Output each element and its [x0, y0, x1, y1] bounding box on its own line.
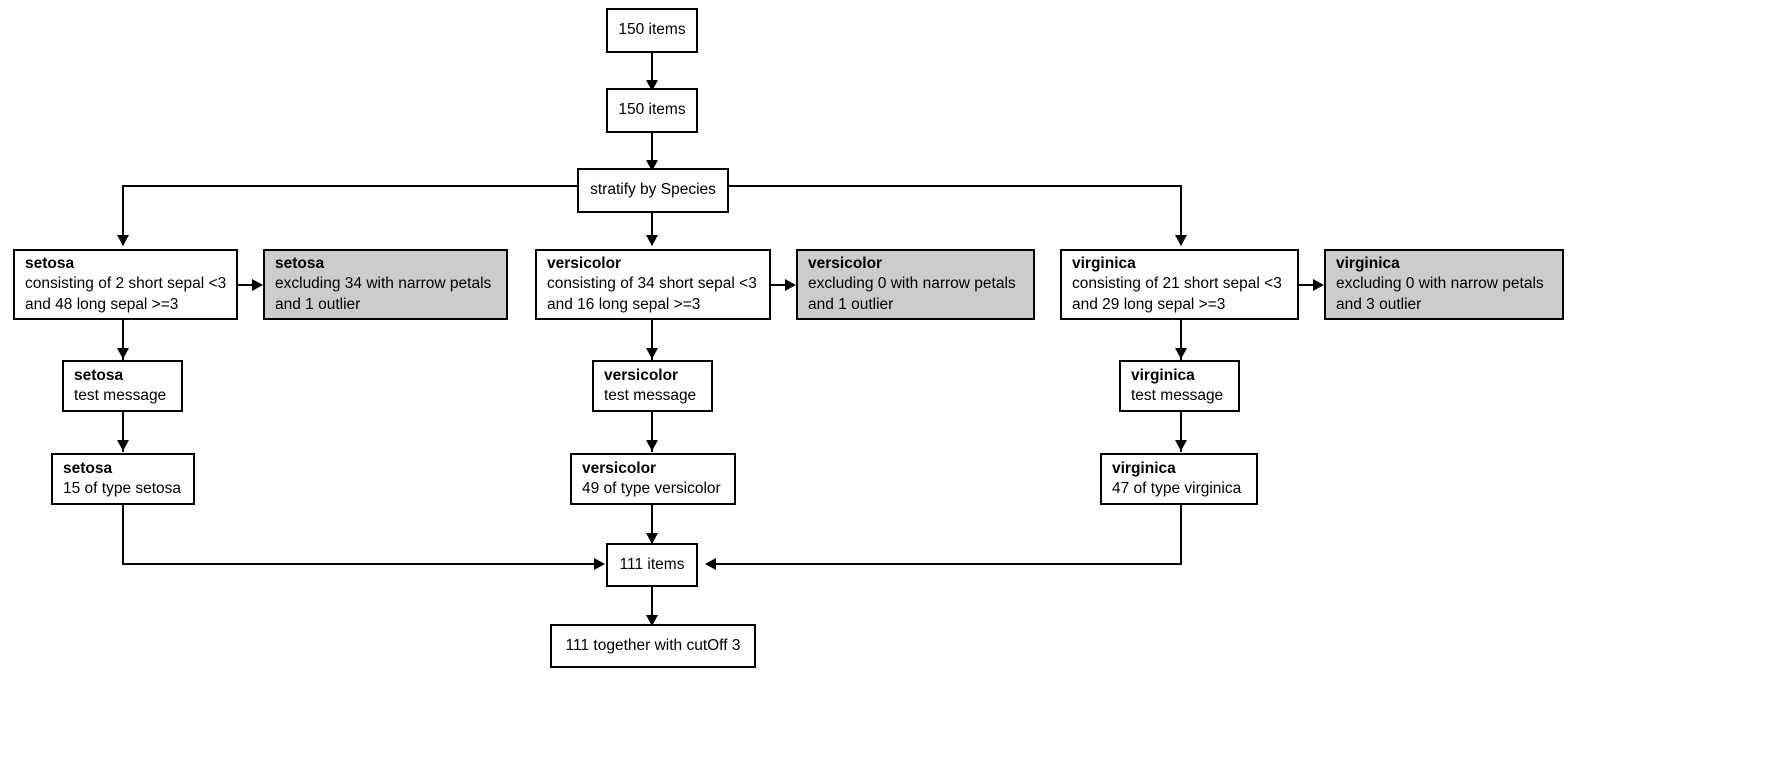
node-virginica-excluded-line1: excluding 0 with narrow petals	[1336, 275, 1544, 293]
node-stratify-label: stratify by Species	[590, 181, 716, 199]
node-versicolor-excluded-line1: excluding 0 with narrow petals	[808, 275, 1016, 293]
edge-stratify-to-versicolor	[651, 213, 653, 245]
arrowhead-setosa-to-test	[117, 348, 129, 359]
node-total-end[interactable]: 111 items	[606, 543, 698, 587]
node-virginica-excluded-title: virginica	[1336, 254, 1400, 272]
arrowhead-setosa-count-to-total	[594, 558, 605, 570]
arrowhead-total-to-cutoff	[646, 615, 658, 626]
node-virginica-main-title: virginica	[1072, 254, 1136, 272]
edge-stratify-to-setosa	[122, 185, 124, 245]
node-setosa-count-line1: 15 of type setosa	[63, 480, 182, 497]
node-setosa-test[interactable]: setosa test message	[62, 360, 183, 412]
node-versicolor-test[interactable]: versicolor test message	[592, 360, 713, 412]
node-total-end-label: 111 items	[619, 555, 685, 573]
node-setosa-main-line1: consisting of 2 short sepal <3	[25, 275, 227, 293]
edge-virginica-count-down	[1180, 505, 1182, 564]
arrowhead-stratify-to-versicolor	[646, 235, 658, 246]
arrowhead-setosa-test-to-count	[117, 440, 129, 451]
node-setosa-test-line1: test message	[74, 387, 167, 404]
node-virginica-excluded-line2: and 3 outlier	[1336, 295, 1422, 313]
edge-setosa-count-to-total	[122, 563, 600, 565]
arrowhead-stratify-to-setosa	[117, 235, 129, 246]
node-total-cutoff-label: 111 together with cutOff 3	[565, 636, 741, 654]
arrowhead-versicolor-count-to-total	[646, 533, 658, 544]
arrowhead-second-to-stratify	[646, 160, 658, 171]
arrowhead-start-to-second	[646, 80, 658, 91]
edge-stratify-bus-left	[123, 185, 578, 187]
node-virginica-main-line2: and 29 long sepal >=3	[1072, 295, 1226, 313]
node-versicolor-count[interactable]: versicolor 49 of type versicolor	[570, 453, 736, 505]
arrowhead-virginica-count-to-total	[705, 558, 716, 570]
node-versicolor-excluded-title: versicolor	[808, 254, 883, 272]
node-versicolor-test-title: versicolor	[604, 366, 679, 384]
edge-versicolor-to-excluded	[771, 284, 789, 286]
node-versicolor-excluded-line2: and 1 outlier	[808, 295, 894, 313]
edge-setosa-count-down	[122, 505, 124, 564]
node-virginica-test-line1: test message	[1131, 387, 1224, 404]
edge-setosa-test-to-count	[122, 412, 124, 452]
node-versicolor-count-title: versicolor	[582, 459, 657, 477]
node-total-start-label: 150 items	[618, 21, 686, 39]
node-versicolor-main-line2: and 16 long sepal >=3	[547, 295, 701, 313]
edge-stratify-bus-right	[729, 185, 1182, 187]
edge-versicolor-count-to-total	[651, 505, 653, 545]
edge-total-to-cutoff	[651, 587, 653, 627]
node-setosa-excluded[interactable]: setosa excluding 34 with narrow petals a…	[263, 249, 508, 320]
edge-start-to-second	[651, 53, 653, 95]
node-virginica-count-line1: 47 of type virginica	[1112, 480, 1242, 497]
node-virginica-count-title: virginica	[1112, 459, 1176, 477]
node-total-start[interactable]: 150 items	[606, 8, 698, 53]
node-setosa-main-title: setosa	[25, 254, 75, 272]
node-virginica-main[interactable]: virginica consisting of 21 short sepal <…	[1060, 249, 1299, 320]
node-setosa-test-title: setosa	[74, 366, 124, 384]
node-setosa-count[interactable]: setosa 15 of type setosa	[51, 453, 195, 505]
node-versicolor-main-line1: consisting of 34 short sepal <3	[547, 275, 757, 293]
edge-setosa-to-test	[122, 320, 124, 360]
edge-virginica-count-to-total	[716, 563, 1182, 565]
edge-second-to-stratify	[651, 133, 653, 174]
edge-setosa-to-excluded	[238, 284, 256, 286]
arrowhead-virginica-to-test	[1175, 348, 1187, 359]
node-total-second-label: 150 items	[618, 101, 686, 119]
edge-stratify-to-virginica	[1180, 185, 1182, 245]
node-stratify-by-species[interactable]: stratify by Species	[577, 168, 729, 213]
node-versicolor-test-line1: test message	[604, 387, 697, 404]
arrowhead-versicolor-to-excluded	[785, 279, 796, 291]
node-virginica-main-line1: consisting of 21 short sepal <3	[1072, 275, 1282, 293]
edge-virginica-test-to-count	[1180, 412, 1182, 452]
arrowhead-stratify-to-virginica	[1175, 235, 1187, 246]
node-versicolor-excluded[interactable]: versicolor excluding 0 with narrow petal…	[796, 249, 1035, 320]
node-versicolor-main-title: versicolor	[547, 254, 622, 272]
edge-virginica-to-test	[1180, 320, 1182, 360]
arrowhead-virginica-to-excluded	[1313, 279, 1324, 291]
node-setosa-excluded-line2: and 1 outlier	[275, 295, 361, 313]
edge-virginica-to-excluded	[1299, 284, 1317, 286]
node-virginica-excluded[interactable]: virginica excluding 0 with narrow petals…	[1324, 249, 1564, 320]
node-virginica-test[interactable]: virginica test message	[1119, 360, 1240, 412]
node-setosa-main-line2: and 48 long sepal >=3	[25, 295, 179, 313]
node-virginica-count[interactable]: virginica 47 of type virginica	[1100, 453, 1258, 505]
arrowhead-versicolor-test-to-count	[646, 440, 658, 451]
node-virginica-test-title: virginica	[1131, 366, 1195, 384]
node-versicolor-main[interactable]: versicolor consisting of 34 short sepal …	[535, 249, 771, 320]
node-setosa-main[interactable]: setosa consisting of 2 short sepal <3 an…	[13, 249, 238, 320]
node-total-cutoff[interactable]: 111 together with cutOff 3	[550, 624, 756, 668]
edge-versicolor-to-test	[651, 320, 653, 360]
arrowhead-virginica-test-to-count	[1175, 440, 1187, 451]
arrowhead-setosa-to-excluded	[252, 279, 263, 291]
node-setosa-excluded-line1: excluding 34 with narrow petals	[275, 275, 492, 293]
arrowhead-versicolor-to-test	[646, 348, 658, 359]
node-setosa-excluded-title: setosa	[275, 254, 325, 272]
node-total-second[interactable]: 150 items	[606, 88, 698, 133]
node-setosa-count-title: setosa	[63, 459, 113, 477]
node-versicolor-count-line1: 49 of type versicolor	[582, 480, 721, 497]
edge-versicolor-test-to-count	[651, 412, 653, 452]
